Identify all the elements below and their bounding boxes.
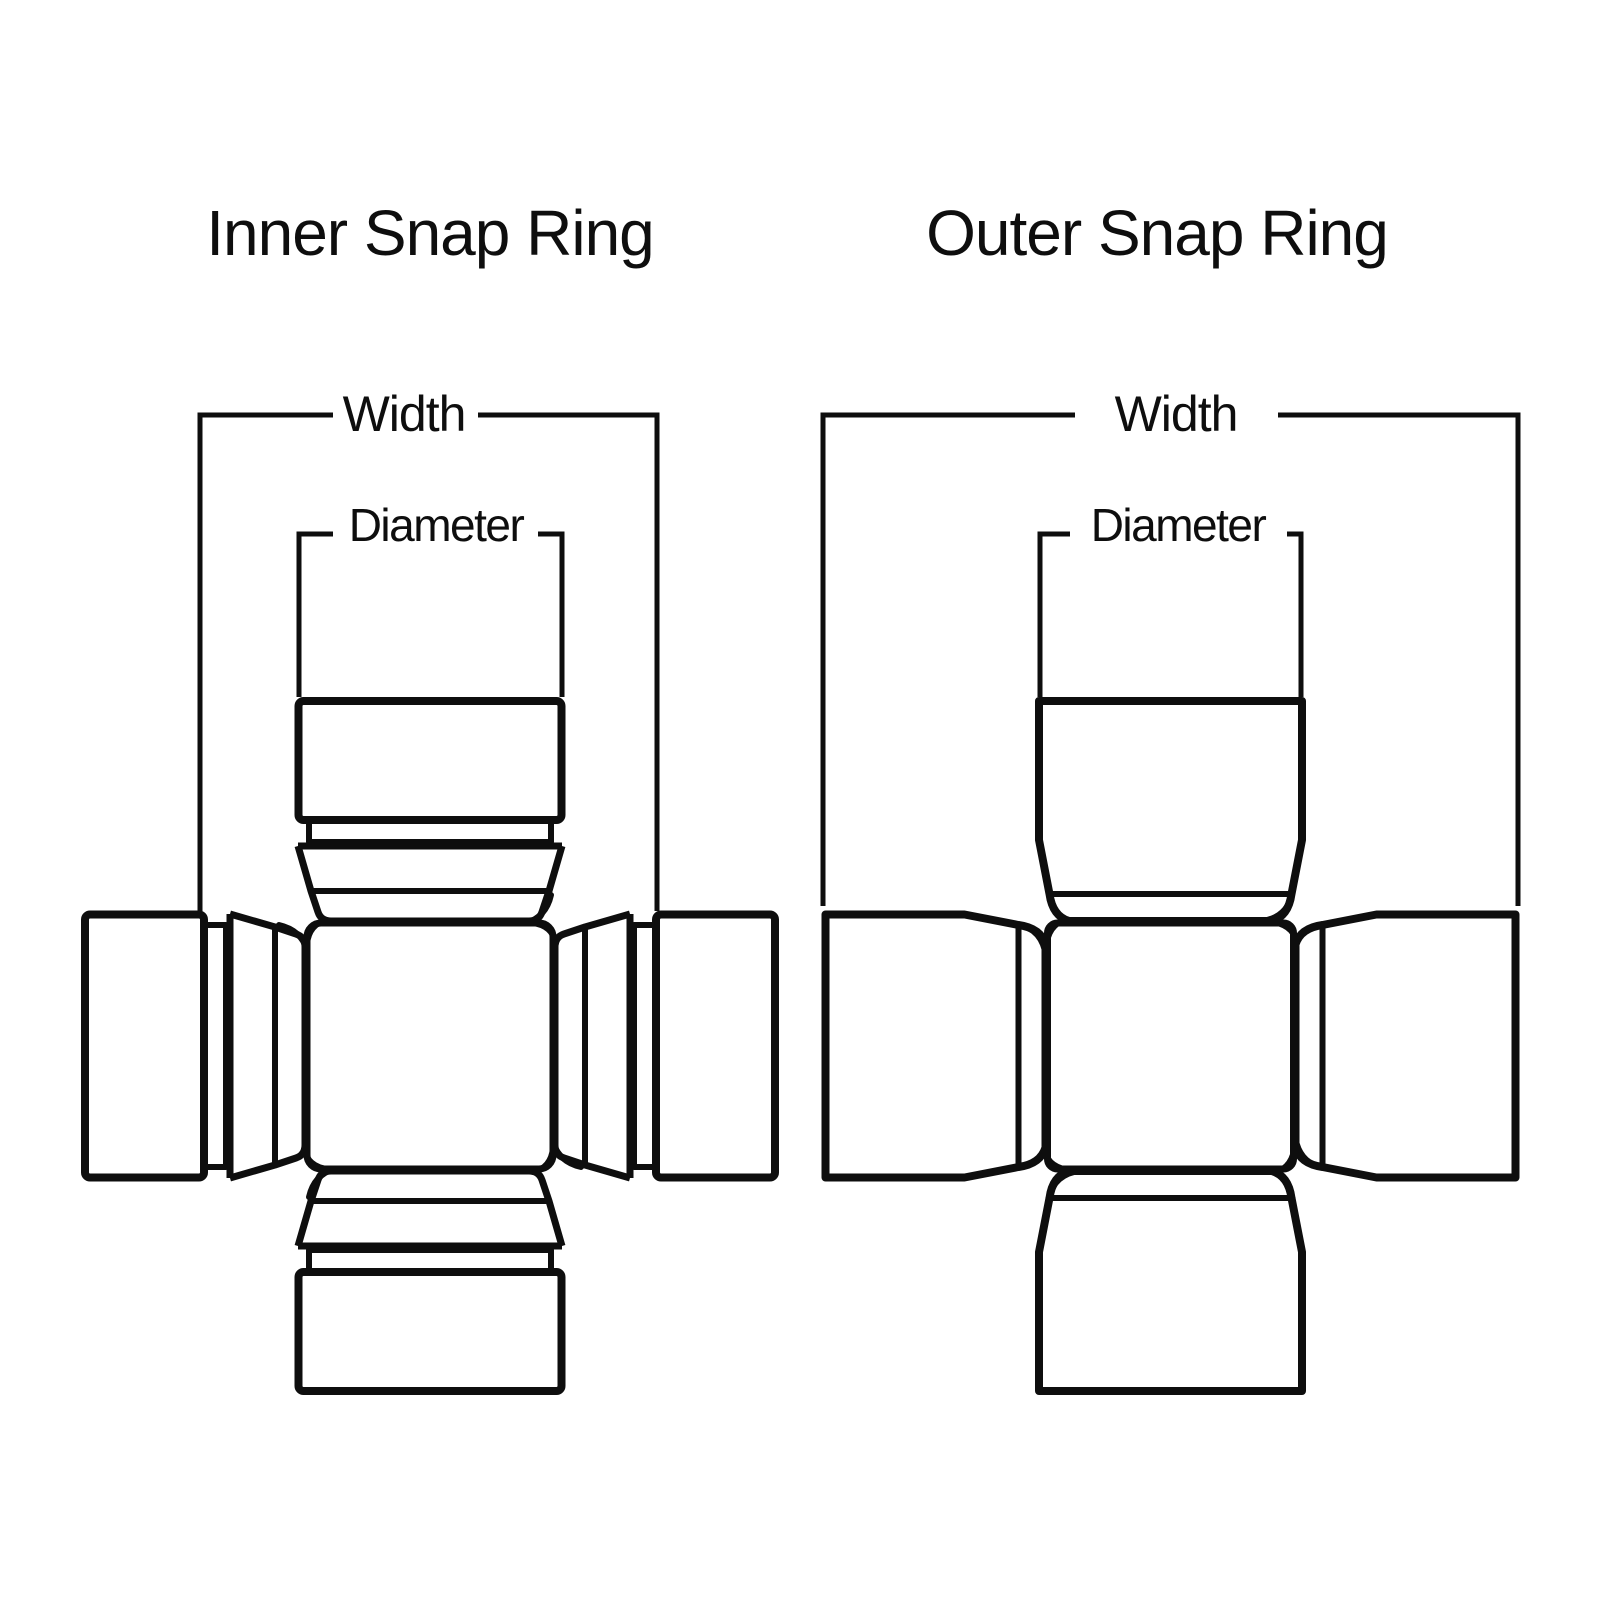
width-label: Width [343,386,466,442]
diameter-bracket-right [1287,531,1304,697]
width-label: Width [1115,386,1238,442]
width-dimension-bracket: Width [197,386,660,911]
bearing-assembly-top [1019,701,1302,956]
bearing-assembly-bottom [1039,1136,1322,1391]
width-bracket-left [197,412,333,911]
diameter-bracket-left [296,531,333,697]
width-bracket-left [820,412,1075,906]
bearing-assembly-top [279,701,562,950]
inner-snap-ring-figure: Inner Snap Ring Width Diameter [85,197,775,1391]
u-joint-cross [826,701,1516,1391]
width-bracket-right [1278,412,1521,906]
bearing-assembly-left [85,914,334,1197]
diameter-label: Diameter [349,499,525,551]
width-dimension-bracket: Width [820,386,1521,906]
figure-title: Outer Snap Ring [926,197,1388,269]
diameter-label: Diameter [1091,499,1267,551]
bearing-assembly-bottom [298,1142,581,1391]
diameter-bracket-right [538,531,565,697]
diameter-dimension-bracket: Diameter [296,499,565,697]
u-joint-cross [85,701,775,1391]
bearing-assembly-right [526,895,775,1178]
figure-title: Inner Snap Ring [206,197,654,269]
center-body [1044,919,1297,1173]
outer-snap-ring-figure: Outer Snap Ring Width Diameter [820,197,1521,1391]
bearing-assembly-left [826,915,1081,1198]
diameter-dimension-bracket: Diameter [1037,499,1304,697]
center-body [303,919,557,1173]
width-bracket-right [478,412,660,911]
diameter-bracket-left [1037,531,1070,697]
bearing-assembly-right [1261,895,1516,1178]
